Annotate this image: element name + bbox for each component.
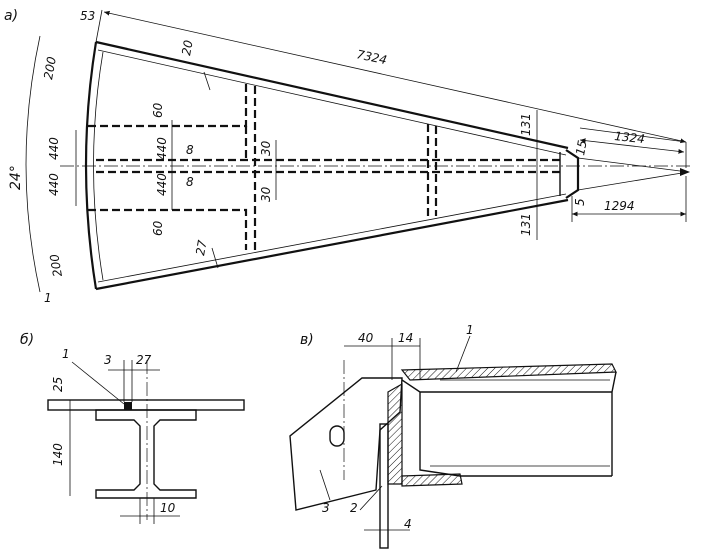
dim-30-top: 30 bbox=[259, 140, 273, 156]
longeron-upper bbox=[88, 84, 248, 128]
dim-ext-1294 bbox=[571, 176, 687, 222]
leader-27 bbox=[211, 247, 219, 269]
dim-131-top: 131 bbox=[519, 113, 533, 136]
gusset-plate bbox=[289, 377, 403, 511]
dim-ext-lines bbox=[95, 9, 687, 168]
channel-inner-lines bbox=[430, 379, 610, 467]
view-b-section: б) 1 3 27 25 140 10 bbox=[20, 332, 245, 524]
dim-20: 20 bbox=[179, 39, 196, 57]
dim-8-bottom: 8 bbox=[186, 175, 194, 189]
tip-lines bbox=[577, 157, 689, 191]
view-a-plan: а) 53 7324 bbox=[4, 8, 690, 305]
top-plate bbox=[47, 399, 245, 411]
slot-hole bbox=[329, 425, 345, 447]
dim-27: 27 bbox=[193, 239, 210, 257]
channel-body bbox=[401, 371, 617, 477]
callout-3-c: 3 bbox=[322, 501, 330, 515]
dim-1: 1 bbox=[44, 291, 52, 305]
leader-20 bbox=[203, 71, 211, 91]
dim-line-200-left bbox=[25, 35, 41, 293]
dim-line-7324 bbox=[103, 10, 687, 144]
view-c-label: в) bbox=[300, 332, 314, 348]
dim-53: 53 bbox=[80, 9, 95, 23]
leader-2-c bbox=[359, 485, 383, 511]
longeron-lower bbox=[88, 208, 248, 250]
dim-1294: 1294 bbox=[604, 199, 635, 213]
dim-440-b: 440 bbox=[47, 173, 61, 196]
dim-25: 25 bbox=[51, 377, 65, 392]
dim-15: 15 bbox=[573, 139, 589, 156]
dim-440-d: 440 bbox=[155, 173, 169, 196]
dim-200-top: 200 bbox=[41, 55, 59, 80]
channel-flange-top bbox=[400, 363, 617, 381]
dim-8-top: 8 bbox=[186, 143, 194, 157]
dim-40: 40 bbox=[358, 331, 374, 345]
frame-top-edge bbox=[95, 40, 569, 150]
view-c-detail: в) 40 14 4 1 2 3 bbox=[289, 323, 617, 549]
view-a-label: а) bbox=[4, 8, 18, 24]
dim-10: 10 bbox=[160, 501, 176, 515]
dim-lines-b bbox=[69, 360, 180, 524]
frame-arc bbox=[84, 41, 98, 290]
dim-1324: 1324 bbox=[614, 129, 646, 146]
dim-440-a: 440 bbox=[47, 137, 61, 160]
frame-nose bbox=[565, 149, 580, 199]
vertical-bar bbox=[379, 423, 389, 549]
tip-arrow bbox=[680, 168, 690, 176]
channel-flange-bottom bbox=[401, 473, 463, 487]
dim-14: 14 bbox=[398, 331, 413, 345]
dim-140: 140 bbox=[51, 443, 65, 466]
dim-27-b: 27 bbox=[136, 353, 152, 367]
dim-4: 4 bbox=[404, 517, 412, 531]
dim-30-bottom: 30 bbox=[259, 186, 273, 202]
i-beam bbox=[95, 409, 197, 499]
dim-line-1324 bbox=[579, 138, 685, 154]
frame-arc-inner bbox=[93, 51, 104, 281]
callout-1-c: 1 bbox=[466, 323, 474, 337]
dim-7324: 7324 bbox=[355, 47, 388, 67]
dim-60-top: 60 bbox=[151, 102, 165, 118]
frame-bottom-inner-edge bbox=[97, 193, 567, 283]
callout-2-c: 2 bbox=[350, 501, 358, 515]
dim-3: 3 bbox=[104, 353, 112, 367]
angle-label: 24° bbox=[8, 165, 24, 190]
dim-440-c: 440 bbox=[155, 137, 169, 160]
dim-5: 5 bbox=[573, 198, 587, 206]
dim-lines-c bbox=[344, 338, 421, 548]
dim-131-bottom: 131 bbox=[519, 213, 533, 236]
view-b-label: б) bbox=[20, 332, 34, 348]
frame-bottom-edge bbox=[95, 198, 569, 291]
leader-1-c bbox=[455, 335, 471, 373]
leader-3-c bbox=[319, 469, 331, 501]
channel-wall-left bbox=[387, 382, 403, 485]
dim-60-bottom: 60 bbox=[151, 220, 165, 236]
weld-spot bbox=[124, 402, 132, 410]
dim-200-bottom: 200 bbox=[47, 253, 65, 278]
leader-1-b bbox=[71, 361, 125, 405]
callout-1-b: 1 bbox=[62, 347, 70, 361]
